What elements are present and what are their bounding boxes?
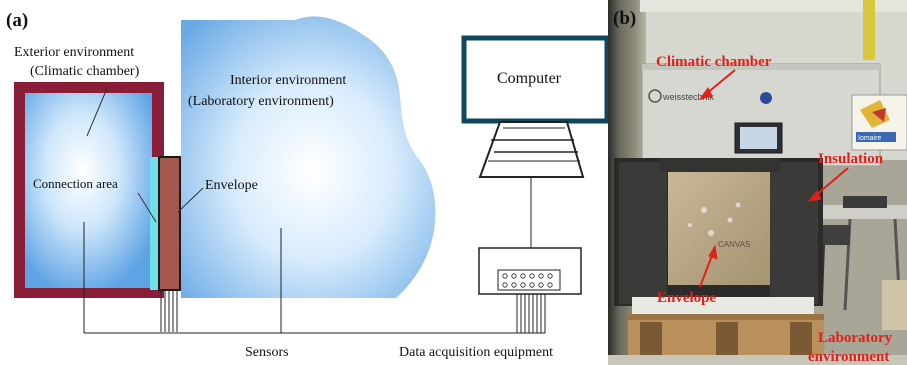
keyboard-base	[478, 121, 585, 178]
envelope-leader	[177, 187, 204, 213]
envelope-label: Envelope	[205, 178, 258, 193]
annotation-arrows	[698, 69, 849, 288]
exterior-label-line2: (Climatic chamber)	[30, 64, 140, 79]
exterior-leader	[86, 85, 109, 137]
panel-a: (a) Exterior environment (Climatic chamb	[6, 10, 610, 360]
daq-sensor-wires	[516, 294, 546, 333]
envelope-photo-label: Envelope	[657, 290, 717, 306]
connection-area-strip	[150, 157, 161, 290]
climatic-chamber-label: Climatic chamber	[656, 54, 772, 70]
envelope-sensor-wires	[160, 290, 178, 332]
panel-b-letter: (b)	[613, 8, 636, 29]
interior-label-line1: Interior environment	[230, 73, 346, 88]
photo-shelf	[632, 297, 814, 317]
laboratory-label-line1: Laboratory	[818, 330, 893, 346]
chamber-badge	[760, 92, 772, 104]
daq-icon	[478, 247, 582, 295]
interior-label-line2: (Laboratory environment)	[188, 94, 334, 109]
sample-text: CANVAS	[718, 240, 750, 249]
envelope-wall	[158, 156, 181, 291]
panel-a-letter: (a)	[6, 10, 28, 31]
panel-b-photo: weisstechnik Iomaire CANVAS	[608, 0, 907, 365]
exterior-label-line1: Exterior environment	[14, 45, 134, 60]
daq-label: Data acquisition equipment	[399, 345, 553, 360]
connection-leader	[137, 192, 157, 223]
poster-text: Iomaire	[858, 135, 881, 142]
envelope-sample	[668, 172, 770, 285]
sensors-label: Sensors	[245, 345, 289, 360]
interior-environment-region	[181, 16, 436, 298]
brand-text: weisstechnik	[662, 92, 715, 102]
weisstechnik-logo: weisstechnik	[648, 89, 715, 103]
insulation-label: Insulation	[818, 151, 884, 167]
photo-chair	[820, 225, 850, 245]
connection-area-label: Connection area	[33, 176, 118, 191]
laboratory-label-line2: environment	[808, 349, 889, 365]
photo-desk	[818, 205, 907, 219]
computer-icon: Computer	[461, 35, 610, 178]
climatic-chamber-interior	[25, 93, 152, 288]
computer-label: Computer	[497, 70, 562, 87]
